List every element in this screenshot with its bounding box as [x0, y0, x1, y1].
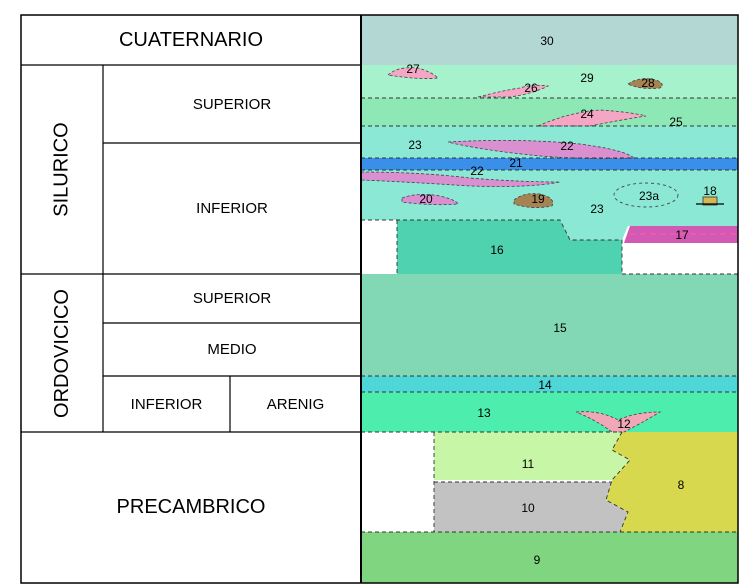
unit-19-lens — [513, 193, 554, 208]
unit-label-21: 21 — [509, 156, 523, 170]
unit-label-15: 15 — [553, 321, 567, 335]
unit-label-14: 14 — [538, 378, 552, 392]
unit-14-layer — [361, 376, 738, 392]
unit-label-29: 29 — [580, 71, 594, 85]
silurico-label: SILURICO — [50, 122, 73, 217]
unit-label-20: 20 — [419, 192, 433, 206]
unit-26-lens — [477, 84, 550, 98]
unit-13-layer — [361, 392, 738, 432]
unit-label-8: 8 — [678, 478, 685, 492]
unit-21-band — [361, 158, 738, 170]
unit-label-23-upper: 23 — [408, 138, 422, 152]
unit-label-25: 25 — [669, 115, 683, 129]
unit-label-23-lower: 23 — [590, 202, 604, 216]
unit-label-22-lower: 22 — [470, 164, 484, 178]
ordovicico-label: ORDOVICICO — [50, 288, 73, 418]
ordovicico-medio-label: MEDIO — [207, 341, 257, 358]
unit-12-body — [575, 411, 662, 433]
unit-label-19: 19 — [531, 192, 545, 206]
unit-8-layer — [606, 432, 738, 532]
unit-24-lens — [537, 109, 647, 127]
unit-label-23a: 23a — [639, 189, 659, 203]
unit-16-layer — [397, 220, 622, 274]
unit-22-upper-body — [447, 140, 636, 160]
arenig-label: ARENIG — [266, 395, 325, 413]
unit-10-layer — [434, 482, 628, 532]
cuaternario-label: CUATERNARIO — [118, 28, 264, 51]
unit-label-10: 10 — [521, 501, 535, 515]
chronostratigraphy-grid — [20, 14, 739, 584]
unit-label-16: 16 — [490, 243, 504, 257]
unit-label-22-upper: 22 — [560, 139, 574, 153]
unit-label-18: 18 — [703, 184, 717, 198]
ordovicico-inferior-label: INFERIOR — [130, 395, 203, 413]
unit-label-24: 24 — [580, 107, 594, 121]
unit-23a-outline — [613, 182, 679, 208]
unit-label-27: 27 — [406, 62, 420, 76]
unit-23-tongue — [560, 220, 738, 240]
unit-20-lens — [401, 194, 459, 206]
unit-27-lens — [387, 67, 439, 79]
unit-label-26: 26 — [524, 81, 538, 95]
silurico-cell: SILURICO — [21, 65, 103, 274]
precambrico-label: PRECAMBRICO — [116, 496, 266, 518]
unit-22-lower-body — [360, 171, 561, 187]
unit-label-12: 12 — [617, 417, 631, 431]
ordovicico-superior-label: SUPERIOR — [192, 290, 272, 307]
silurico-inferior-label: INFERIOR — [196, 200, 268, 217]
silurico-superior-label: SUPERIOR — [192, 95, 272, 113]
unit-9-layer — [361, 532, 738, 583]
unit-label-17: 17 — [675, 228, 689, 242]
contact-lines — [361, 97, 738, 533]
unit-15-layer — [361, 274, 738, 376]
unit-30-layer — [361, 15, 738, 65]
unit-label-11: 11 — [522, 457, 535, 471]
unit-label-13: 13 — [477, 406, 491, 420]
ordovicico-cell: ORDOVICICO — [21, 274, 103, 432]
unit-label-28: 28 — [641, 76, 655, 90]
unit-11-layer — [434, 432, 630, 480]
unit-label-30: 30 — [540, 34, 554, 48]
unit-28-lens — [627, 78, 663, 89]
unit-18-marker — [702, 196, 718, 206]
unit-label-9: 9 — [534, 553, 541, 567]
